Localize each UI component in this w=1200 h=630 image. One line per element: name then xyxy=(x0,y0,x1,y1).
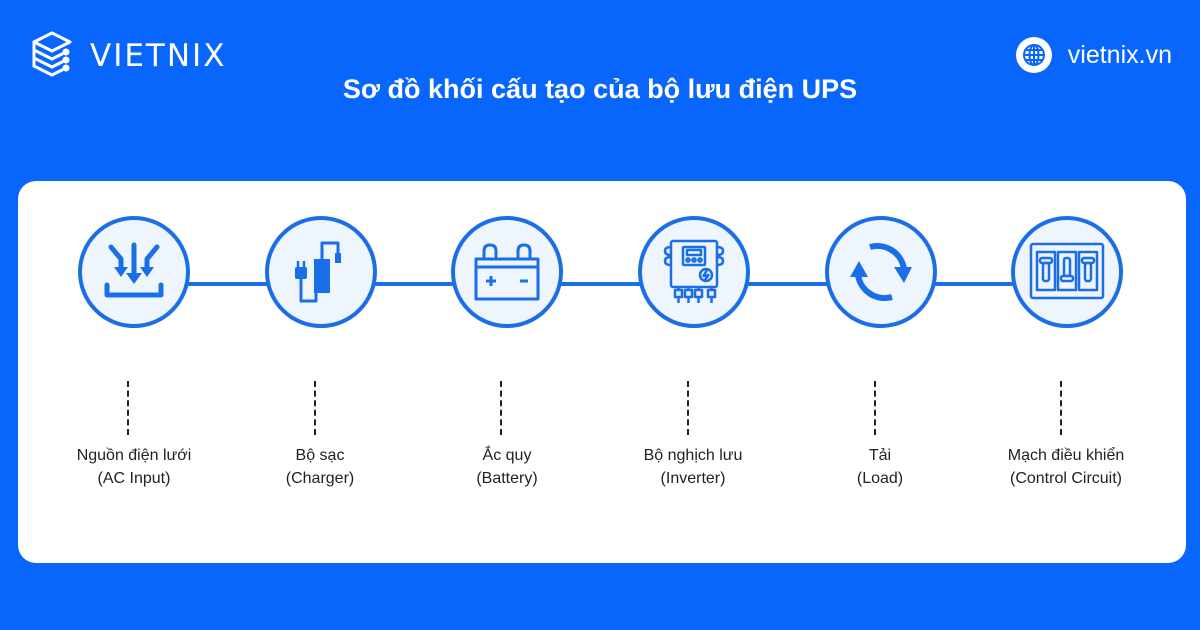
page-title: Sơ đồ khối cấu tạo của bộ lưu điện UPS xyxy=(342,74,858,104)
label-load: Tải (Load) xyxy=(770,444,990,490)
dashed-leader-load xyxy=(874,381,876,435)
charger-adapter-icon xyxy=(295,241,341,303)
diagram-card xyxy=(18,181,1186,563)
label-en: (Inverter) xyxy=(660,470,726,487)
dashed-leader-ac-input xyxy=(127,381,129,435)
label-en: (Control Circuit) xyxy=(1009,470,1122,487)
label-charger: Bộ sạc (Charger) xyxy=(210,444,430,490)
label-battery: Ắc quy (Battery) xyxy=(397,444,617,490)
battery-icon xyxy=(474,243,540,301)
cycle-arrows-icon xyxy=(850,243,912,301)
node-inverter xyxy=(638,216,750,328)
dashed-leader-charger xyxy=(314,381,316,435)
switch-panel-icon xyxy=(1029,242,1105,300)
label-vi: Nguồn điện lưới xyxy=(76,447,192,464)
server-stack-icon xyxy=(32,31,72,77)
label-en: (Load) xyxy=(856,470,904,487)
dashed-leader-battery xyxy=(500,381,502,435)
label-inverter: Bộ nghịch lưu (Inverter) xyxy=(583,444,803,490)
label-vi: Tải xyxy=(868,447,892,464)
node-charger xyxy=(265,216,377,328)
node-ac-input xyxy=(78,216,190,328)
globe-icon xyxy=(1015,37,1052,73)
brand-name: VIETNIX xyxy=(90,38,227,74)
brand-logo: VIETNIX xyxy=(30,30,226,82)
website-link[interactable]: vietnix.vn xyxy=(1015,37,1172,73)
label-ac-input: Nguồn điện lưới (AC Input) xyxy=(24,444,244,490)
label-control-circuit: Mạch điều khiển (Control Circuit) xyxy=(956,444,1176,490)
label-vi: Mạch điều khiển xyxy=(1007,447,1125,464)
label-en: (Battery) xyxy=(476,470,538,487)
label-vi: Bộ sạc xyxy=(295,447,345,464)
website-url: vietnix.vn xyxy=(1067,40,1172,69)
label-en: (Charger) xyxy=(285,470,355,487)
node-control-circuit xyxy=(1011,216,1123,328)
flow-connector-line xyxy=(134,282,1067,286)
input-arrows-icon xyxy=(104,242,164,298)
label-vi: Ắc quy xyxy=(482,447,532,464)
label-en: (AC Input) xyxy=(97,470,171,487)
inverter-box-icon xyxy=(663,239,725,303)
dashed-leader-inverter xyxy=(687,381,689,435)
node-load xyxy=(825,216,937,328)
label-vi: Bộ nghịch lưu xyxy=(643,447,743,464)
dashed-leader-control-circuit xyxy=(1060,381,1062,435)
node-battery xyxy=(451,216,563,328)
